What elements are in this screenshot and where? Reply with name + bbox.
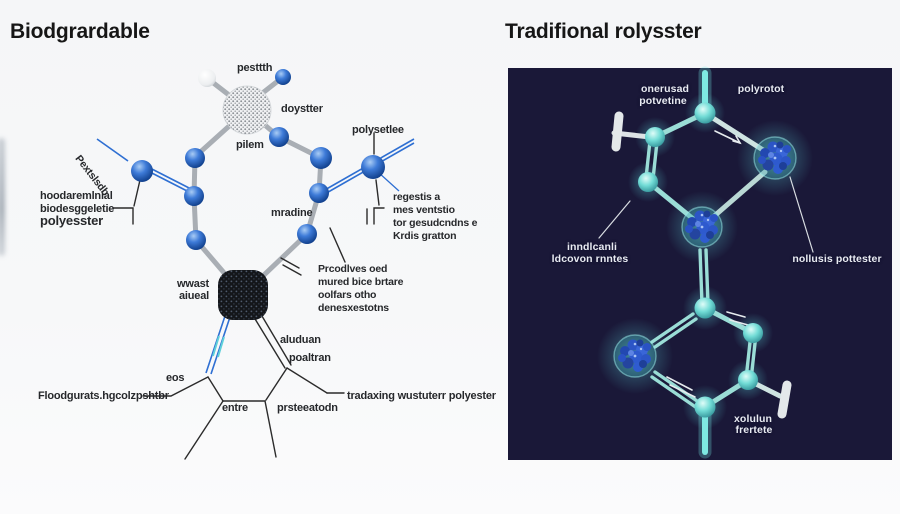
label-bio-line2: biodesggeletie [40, 203, 115, 215]
label-doyster: doystter [281, 103, 323, 115]
white-atom [198, 69, 216, 87]
traditional-polyester-panel [508, 66, 892, 460]
label-regestis-line4: Krdis gratton [393, 230, 457, 242]
label-waste-line1: wwast [176, 278, 209, 290]
blue-atom [310, 147, 332, 169]
label-poaltran: poaltran [289, 352, 331, 364]
end-cap-group [611, 111, 792, 419]
biodegradable-molecule [96, 69, 415, 460]
label-bio-line1: hoodaremlnial [40, 190, 113, 202]
reaction-arrow-group [666, 130, 749, 398]
leader-line-group [598, 176, 814, 253]
blue-atom [309, 183, 329, 203]
label-aluduan: aluduan [280, 334, 321, 346]
teal-node-group [638, 102, 763, 418]
label-prcodlves-line2: mured bice brtare [318, 276, 404, 288]
label-prcodlves-line4: denesxestotns [318, 302, 389, 314]
blue-atom [186, 230, 206, 250]
label-prcodlves-line1: Prcodlves oed [318, 263, 388, 275]
label-matine: mradine [271, 207, 313, 219]
right-panel-title: Tradifional rolysster [505, 20, 702, 43]
blue-atom [131, 160, 153, 182]
atom-group [131, 69, 385, 320]
label-xolulun-line1: xolulun [733, 413, 773, 425]
black-waste-node-texture [218, 270, 268, 320]
label-bio-line3: polyesster [40, 213, 104, 228]
blue-atom [185, 148, 205, 168]
label-top-node: pesttth [237, 62, 273, 74]
label-pilem: pilem [236, 139, 264, 151]
cyan-accent-segment [212, 335, 225, 358]
label-polyrotot: polyrotot [737, 83, 785, 95]
blue-atom [184, 186, 204, 206]
label-onerusad-line2: potvetine [639, 95, 687, 107]
dotted-sphere-texture [223, 86, 271, 134]
label-bottom-left: Floodgurats.hgcolzpshtbr [38, 390, 169, 402]
label-xolulun-line2: frertete [735, 424, 773, 436]
label-entre: entre [222, 402, 248, 414]
blue-atom [297, 224, 317, 244]
blue-atom [275, 69, 291, 85]
label-onerusad-line1: onerusad [640, 83, 690, 95]
annotation-line-group [112, 132, 385, 460]
blue-atom [269, 127, 289, 147]
polymer-cluster-group [613, 136, 797, 378]
label-prcodlves-line3: oolfars otho [318, 289, 377, 301]
edge-artifact [0, 138, 5, 256]
label-regestis-line3: tor gesudcndns e [393, 217, 478, 229]
label-nollusis: nollusis pottester [792, 253, 882, 265]
label-eos: eos [166, 372, 185, 384]
label-inndlcanli-line1: inndlcanli [566, 241, 618, 253]
label-regestis-line1: regestis a [393, 191, 441, 203]
label-prsteeatodn: prsteeatodn [277, 402, 338, 414]
label-bottom-right: tradaxing wustuterr polyester [347, 390, 496, 402]
left-panel-title: Biodgrardable [10, 20, 150, 43]
label-regestis-line2: mes ventstio [393, 204, 455, 216]
label-polyester-node: polysetlee [352, 124, 404, 136]
label-inndlcanli-line2: ldcovon rnntes [551, 253, 629, 265]
blue-atom-polyester [361, 155, 385, 179]
label-waste-line2: aiueal [179, 290, 209, 302]
